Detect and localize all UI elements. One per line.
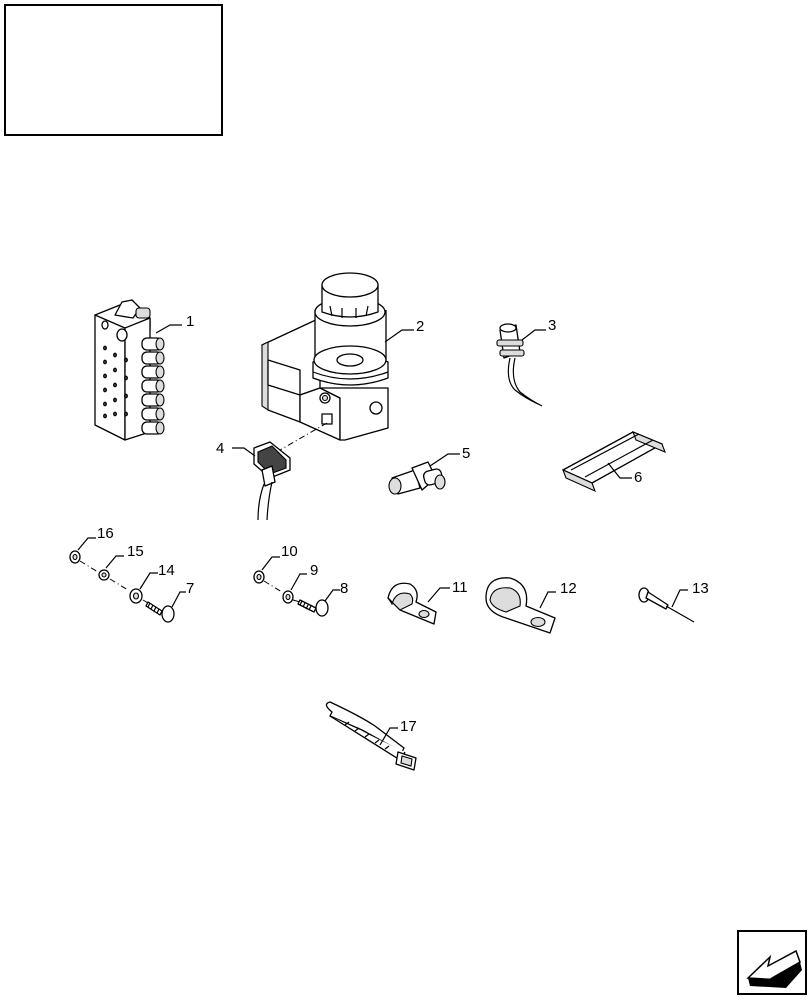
part-10-nut[interactable] xyxy=(253,570,265,584)
callout-4: 4 xyxy=(216,440,224,457)
part-4-connector-cable[interactable] xyxy=(253,441,291,521)
previous-page-arrow-icon[interactable] xyxy=(737,930,807,995)
callout-7: 7 xyxy=(186,580,194,597)
part-6-channel-strip[interactable] xyxy=(562,431,666,493)
part-11-small-clamp[interactable] xyxy=(387,582,437,625)
callout-5: 5 xyxy=(462,445,470,462)
part-14-lock-washer[interactable] xyxy=(129,588,143,604)
callout-17: 17 xyxy=(400,718,417,735)
part-9-washer[interactable] xyxy=(282,590,294,604)
title-block xyxy=(4,4,223,136)
callout-6: 6 xyxy=(634,469,642,486)
part-12-large-clamp[interactable] xyxy=(485,577,556,634)
callout-16: 16 xyxy=(97,525,114,542)
part-2-lubrication-pump[interactable] xyxy=(261,272,389,441)
part-15-washer[interactable] xyxy=(98,569,110,581)
assembly-line-4 xyxy=(279,422,328,451)
part-17-cable-tie[interactable] xyxy=(325,701,417,771)
part-5-elbow-fitting[interactable] xyxy=(388,461,446,495)
callout-11: 11 xyxy=(452,579,468,596)
callout-2: 2 xyxy=(416,318,424,335)
part-13-blind-rivet[interactable] xyxy=(638,587,695,623)
callout-8: 8 xyxy=(340,580,348,597)
callout-13: 13 xyxy=(692,580,709,597)
callout-10: 10 xyxy=(281,543,298,560)
callout-1: 1 xyxy=(186,313,194,330)
callout-3: 3 xyxy=(548,317,556,334)
part-7-screw[interactable] xyxy=(145,601,175,623)
part-1-distribution-block[interactable] xyxy=(94,299,165,441)
callout-15: 15 xyxy=(127,543,144,560)
part-16-nut[interactable] xyxy=(69,550,81,564)
callout-9: 9 xyxy=(310,562,318,579)
part-3-proximity-sensor[interactable] xyxy=(496,323,543,407)
part-8-screw[interactable] xyxy=(297,599,329,617)
callout-14: 14 xyxy=(158,562,175,579)
callout-12: 12 xyxy=(560,580,577,597)
